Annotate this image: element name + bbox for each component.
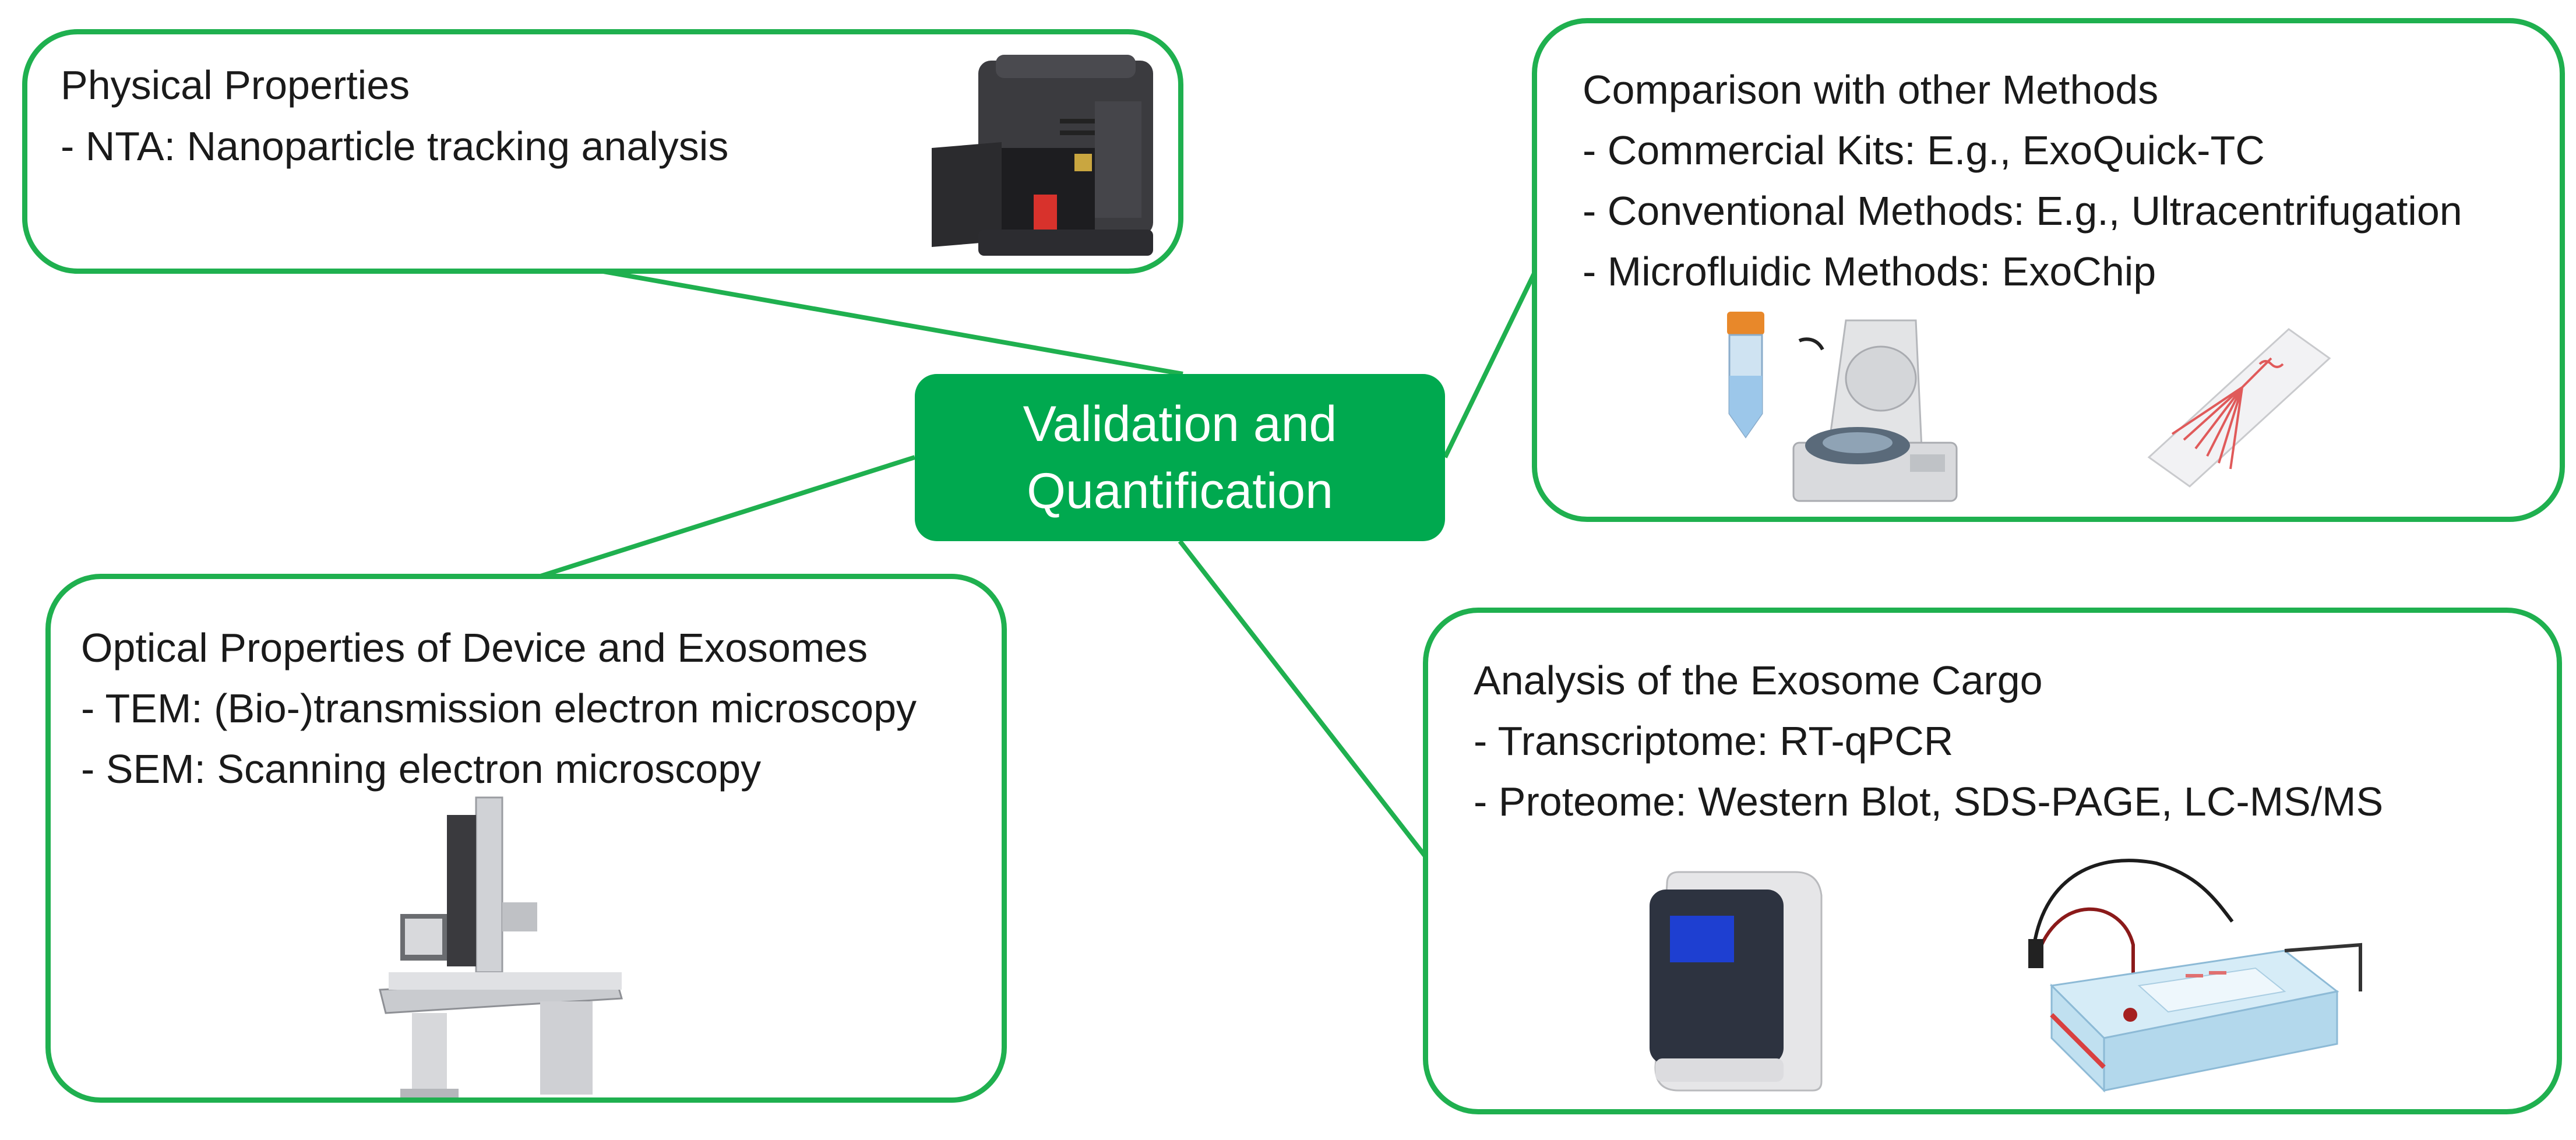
electrophoresis-tank-icon <box>2028 859 2362 1093</box>
connector-physical <box>600 269 1183 376</box>
panel-physical-properties: Physical Properties - NTA: Nanoparticle … <box>22 29 1183 274</box>
microfluidic-chip-icon <box>2147 328 2331 488</box>
nta-instrument-icon <box>932 55 1153 256</box>
electron-microscope-icon <box>379 796 623 1097</box>
falcon-tube-icon <box>1727 312 1764 439</box>
panel-item: - SEM: Scanning electron microscopy <box>81 746 762 792</box>
panel-item: - Commercial Kits: E.g., ExoQuick-TC <box>1583 128 2265 173</box>
center-title-line-2: Quantification <box>1027 463 1333 519</box>
panel-title: Physical Properties <box>61 62 410 108</box>
panel-optical-properties: Optical Properties of Device and Exosome… <box>45 574 1007 1103</box>
connector-optical <box>532 455 916 581</box>
centrifuge-icon <box>1792 319 1958 502</box>
panel-title: Optical Properties of Device and Exosome… <box>81 625 868 670</box>
qpcr-machine-icon <box>1650 871 1823 1092</box>
connector-comparison <box>1443 264 1541 458</box>
center-node: Validation and Quantification <box>915 374 1445 541</box>
panel-title: Analysis of the Exosome Cargo <box>1474 658 2043 703</box>
panel-title: Comparison with other Methods <box>1583 67 2159 112</box>
panel-item: - Transcriptome: RT-qPCR <box>1474 718 1954 764</box>
panel-item: - Proteome: Western Blot, SDS-PAGE, LC-M… <box>1474 779 2384 824</box>
panel-exosome-cargo: Analysis of the Exosome Cargo - Transcri… <box>1423 608 2562 1114</box>
center-title-line-1: Validation and <box>1023 396 1337 452</box>
panel-comparison-methods: Comparison with other Methods - Commerci… <box>1532 18 2565 522</box>
connector-cargo <box>1178 539 1430 861</box>
panel-item: - NTA: Nanoparticle tracking analysis <box>61 123 729 169</box>
panel-item: - TEM: (Bio-)transmission electron micro… <box>81 686 917 731</box>
panel-item: - Conventional Methods: E.g., Ultracentr… <box>1583 188 2462 234</box>
panel-item: - Microfluidic Methods: ExoChip <box>1583 249 2156 294</box>
